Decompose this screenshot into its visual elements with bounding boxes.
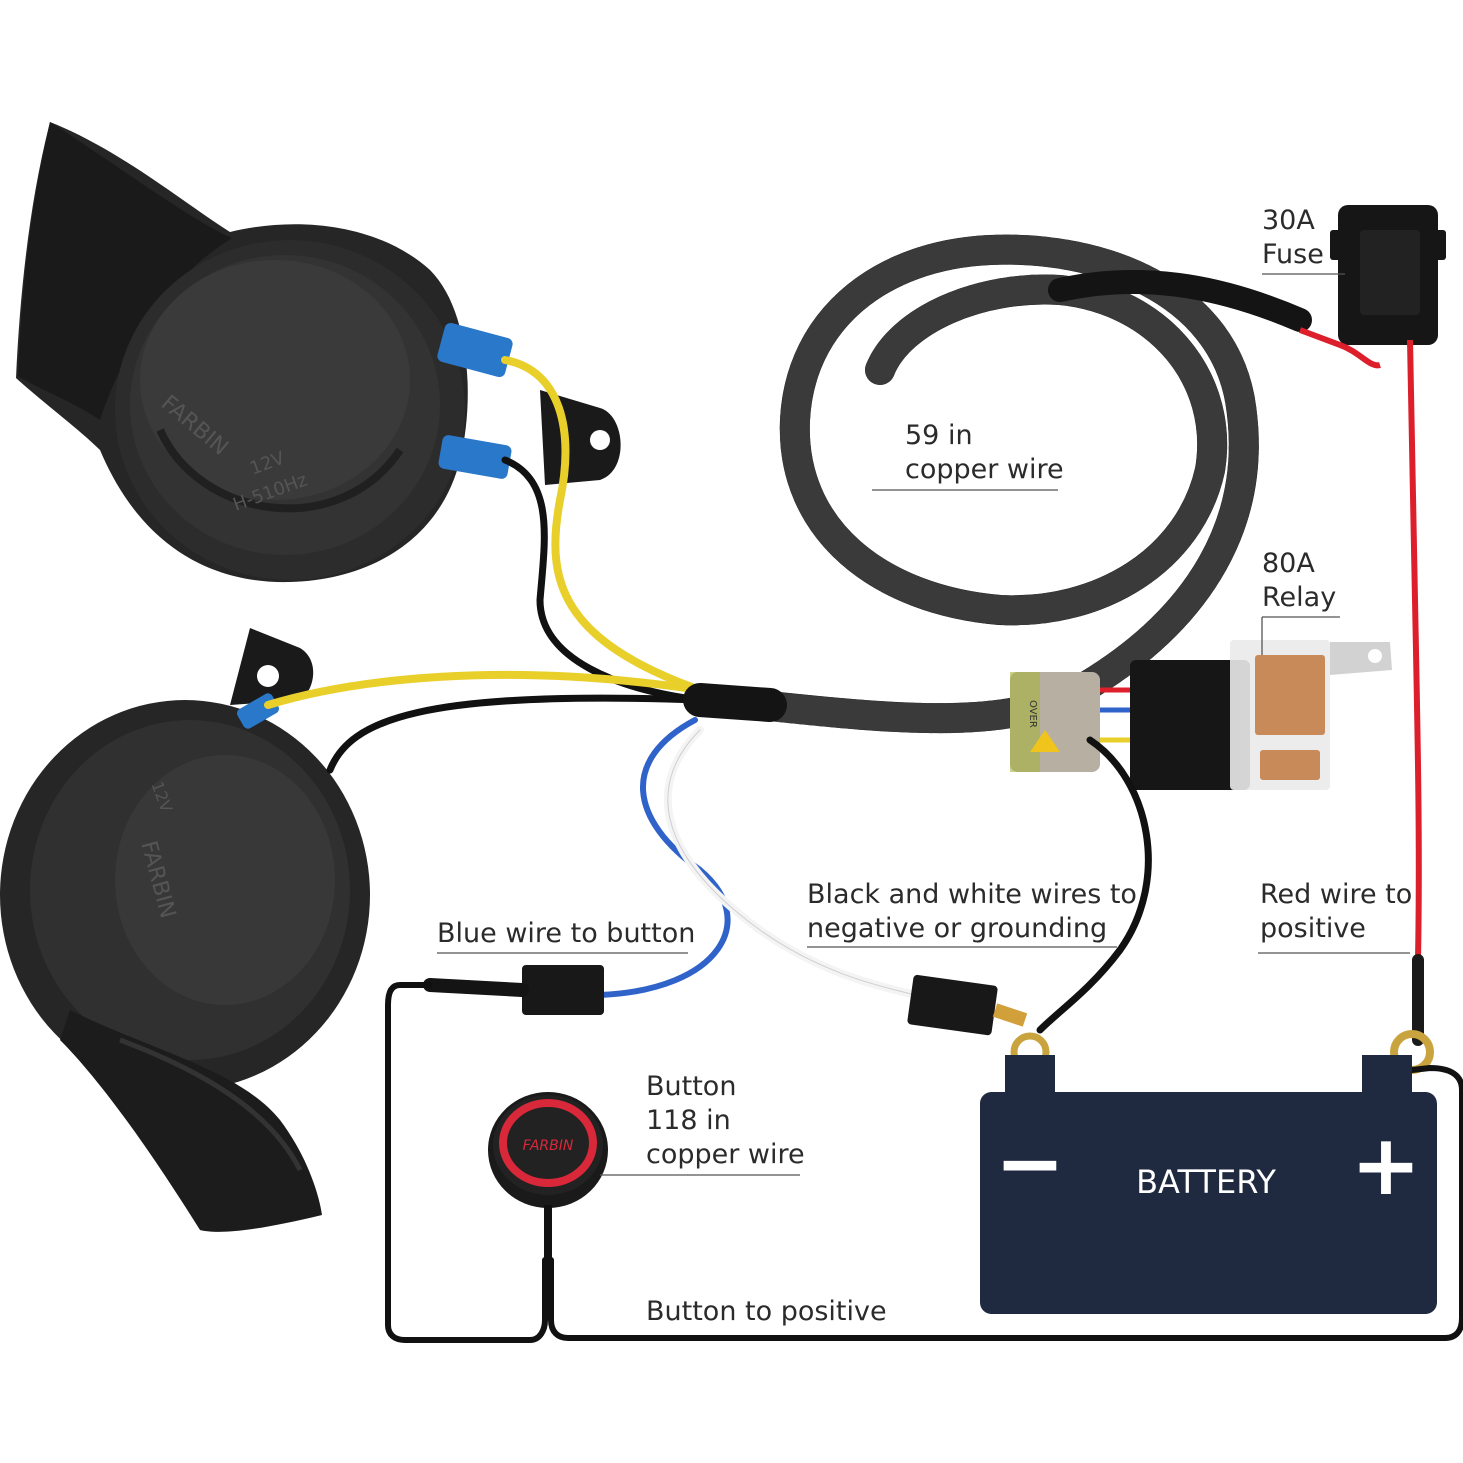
wire-length-line-2: copper wire — [905, 454, 1064, 485]
relay-marks: OVER — [1027, 700, 1038, 728]
red-wire-line-2: positive — [1260, 913, 1366, 944]
button-loop-wires — [385, 982, 1463, 1343]
battery-negative-icon: − — [995, 1114, 1065, 1212]
button-brand: FARBIN — [523, 1138, 574, 1154]
push-button: FARBIN — [488, 1092, 608, 1260]
button-label-line-2: 118 in — [646, 1105, 731, 1136]
blue-wire-label-line-1: Blue wire to button — [437, 918, 696, 949]
relay: OVER — [1010, 640, 1392, 790]
blue-wire-label: Blue wire to button — [437, 917, 695, 951]
horn-wires — [264, 356, 704, 774]
fuse-label-line-1: 30A — [1262, 205, 1315, 236]
leader-lines — [437, 273, 1410, 1176]
horn-lower: FARBIN 12V — [0, 628, 370, 1232]
relay-label-line-2: Relay — [1262, 582, 1337, 613]
horn-upper: FARBIN 12V H-510Hz — [16, 122, 621, 583]
wire-length-line-1: 59 in — [905, 420, 973, 451]
button-label: Button 118 in copper wire — [646, 1070, 805, 1172]
fuse-holder — [1298, 205, 1446, 369]
signal-wires — [597, 717, 1152, 1034]
button-positive-line-1: Button to positive — [646, 1296, 887, 1327]
red-wire-label: Red wire to positive — [1260, 878, 1412, 946]
red-wire — [1407, 339, 1422, 961]
relay-label: 80A Relay — [1262, 547, 1336, 615]
fuse-label-line-2: Fuse — [1262, 239, 1324, 270]
battery: − + BATTERY — [980, 1055, 1437, 1314]
battery-label: BATTERY — [1136, 1163, 1276, 1201]
wire-length-label: 59 in copper wire — [905, 419, 1064, 487]
button-positive-label: Button to positive — [646, 1295, 887, 1329]
button-label-line-3: copper wire — [646, 1139, 805, 1170]
fuse-label: 30A Fuse — [1262, 204, 1324, 272]
button-label-line-1: Button — [646, 1071, 737, 1102]
loom — [683, 234, 1312, 734]
relay-label-line-1: 80A — [1262, 548, 1315, 579]
black-white-line-2: negative or grounding — [807, 913, 1108, 944]
red-wire-line-1: Red wire to — [1260, 879, 1413, 910]
white-wire-connector — [907, 974, 998, 1036]
black-white-line-1: Black and white wires to — [807, 879, 1137, 910]
battery-positive-icon: + — [1351, 1116, 1421, 1214]
blue-wire-connector — [522, 965, 604, 1015]
black-white-wires-label: Black and white wires to negative or gro… — [807, 878, 1137, 946]
